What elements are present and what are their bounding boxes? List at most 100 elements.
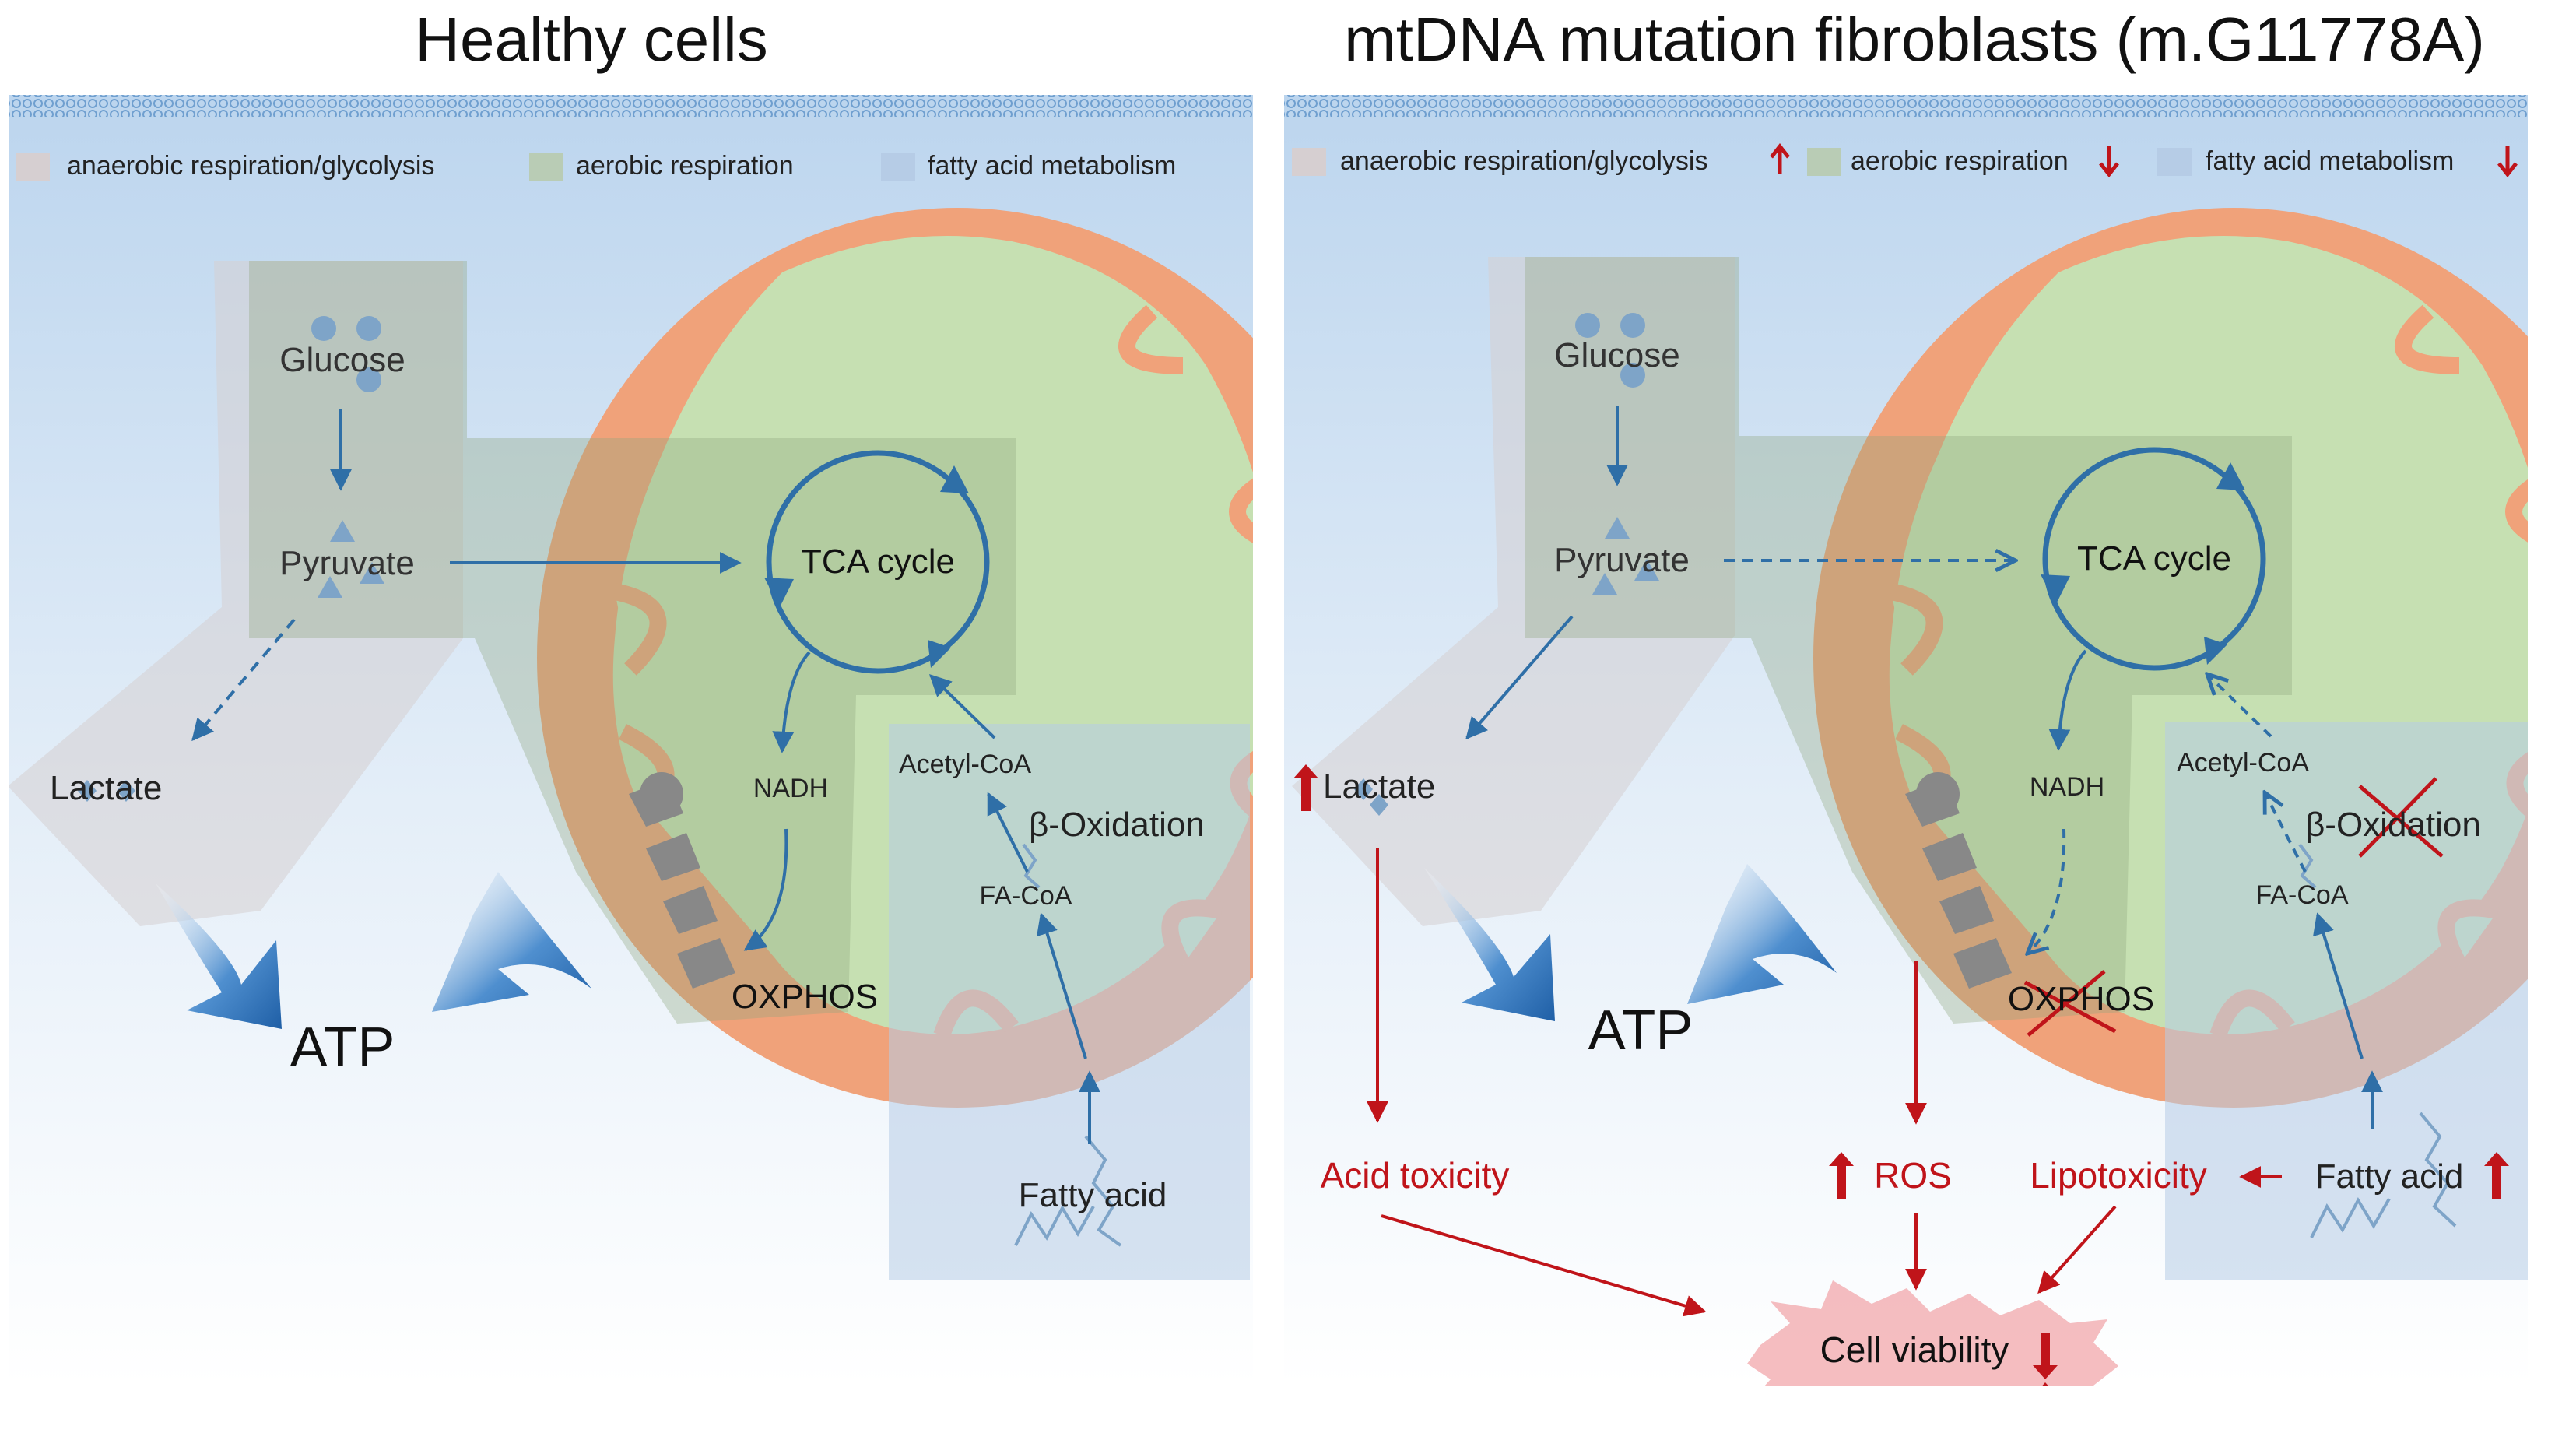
etc-unit xyxy=(663,886,718,934)
pyruvate-molecule-icon xyxy=(330,520,355,542)
etc-complex xyxy=(1905,772,2012,989)
blocked-markers xyxy=(2023,777,2444,1037)
left-panel: Glucose Pyruvate Lactate TCA cycle NADH … xyxy=(9,208,1253,1280)
legend-swatch-aerobic xyxy=(529,153,563,181)
glucose-molecule-icon xyxy=(311,316,336,341)
tca-cycle-label: TCA cycle xyxy=(801,543,955,581)
tca-to-nadh-arrow xyxy=(2048,649,2087,751)
cell-viability-decrease-arrow-icon xyxy=(2033,1333,2058,1379)
beta-oxidation-blocked-x-icon xyxy=(2358,777,2444,858)
legend-label-fatty-acid: fatty acid metabolism xyxy=(2206,146,2454,176)
glucose-molecule-icon xyxy=(1575,313,1600,338)
glucose-label: Glucose xyxy=(1554,336,1679,374)
right-panel: Glucose Pyruvate Lactate TCA cycle NADH … xyxy=(1292,208,2528,1424)
lactate-label: Lactate xyxy=(50,769,162,807)
acid-toxicity-label: Acid toxicity xyxy=(1321,1155,1510,1196)
atp-synthase-head-icon xyxy=(1916,772,1960,816)
cell-viability-starburst xyxy=(1747,1280,2118,1386)
glucose-molecule-icon xyxy=(1620,363,1645,388)
fatty-acid-chain-icon xyxy=(2298,843,2317,889)
nadh-label: NADH xyxy=(2030,772,2104,802)
pyruvate-label: Pyruvate xyxy=(1554,541,1690,579)
nadh-to-oxphos-arrow xyxy=(743,828,788,951)
tca-cycle-arrowhead-icon xyxy=(940,465,969,493)
molecule-icons xyxy=(78,316,384,802)
legend-swatch-glycolysis xyxy=(16,153,50,181)
fa-coa-label: FA-CoA xyxy=(979,881,1072,911)
legend-label-fatty-acid: fatty acid metabolism xyxy=(928,151,1176,181)
acid-to-viability-arrow xyxy=(1381,1214,1707,1317)
tca-cycle-arrowhead-icon xyxy=(2216,462,2245,490)
fattyacid-to-facoa-arrow xyxy=(1037,912,1087,1059)
tca-cycle-label: TCA cycle xyxy=(2077,539,2231,578)
glycolysis-zone xyxy=(1292,257,1735,926)
fatty-acid-chain-icon xyxy=(2419,1112,2457,1228)
fatty-acid-chain-icons xyxy=(2298,843,2457,1238)
atp-label: ATP xyxy=(290,1017,395,1079)
nadh-label: NADH xyxy=(753,774,828,803)
lipotoxicity-label: Lipotoxicity xyxy=(2030,1155,2207,1196)
acetyl-coa-label: Acetyl-CoA xyxy=(2177,748,2309,778)
right-panel-title: mtDNA mutation fibroblasts (m.G11778A) xyxy=(1344,5,2485,74)
acetyl-coa-label: Acetyl-CoA xyxy=(899,750,1031,779)
acetylcoa-to-tca-arrow xyxy=(2207,674,2272,738)
tca-cycle-arrowhead-icon xyxy=(928,640,951,668)
pathway-arrows xyxy=(1465,406,2383,1129)
beta-oxidation-label: β-Oxidation xyxy=(1029,806,1205,844)
atp-flow-arrow-icon xyxy=(1687,864,1837,1004)
legend-down-arrow-icon xyxy=(2099,146,2119,178)
glucose-molecule-icon xyxy=(356,367,381,392)
legend-label-glycolysis: anaerobic respiration/glycolysis xyxy=(67,151,434,181)
outcome-arrows xyxy=(1367,848,2282,1317)
tca-cycle-arrowhead-icon xyxy=(764,578,794,607)
apoptosis-label: Apoptosis xyxy=(1837,1384,1995,1424)
legend-up-arrow-icon xyxy=(1770,142,1790,174)
ros-increase-arrow-icon xyxy=(1829,1152,1854,1199)
legend-label-aerobic: aerobic respiration xyxy=(576,151,794,181)
atp-flow-arrow-icon xyxy=(156,883,282,1029)
legend-swatch-fatty-acid xyxy=(2157,148,2192,176)
lactate-increase-arrow-icon xyxy=(1293,764,1318,811)
facoa-to-acetylcoa-arrow xyxy=(987,792,1029,873)
apoptosis-increase-arrow-icon xyxy=(2042,1382,2048,1386)
acetylcoa-to-tca-arrow xyxy=(928,674,996,739)
etc-unit xyxy=(1939,886,1994,934)
fatty-acid-chain-icons xyxy=(1014,843,1122,1247)
tca-to-nadh-arrow xyxy=(772,651,811,753)
fatty-acid-chain-icon xyxy=(1022,843,1041,889)
right-legend: anaerobic respiration/glycolysis aerobic… xyxy=(1292,142,2518,178)
glucose-molecule-icon xyxy=(1620,313,1645,338)
oxphos-blocked-x-icon xyxy=(2023,970,2117,1037)
left-cell-membrane xyxy=(9,95,1253,117)
pyruvate-molecule-icon xyxy=(318,576,342,598)
legend-label-aerobic: aerobic respiration xyxy=(1851,146,2069,176)
glucose-label: Glucose xyxy=(279,341,405,379)
tca-cycle-arrowhead-icon xyxy=(2204,637,2227,665)
fatty-acid-zone xyxy=(2165,722,2528,1280)
nadh-to-oxphos-arrow xyxy=(2027,828,2066,954)
oxphos-label: OXPHOS xyxy=(732,978,878,1016)
tca-cycle-ring xyxy=(766,450,990,674)
etc-complex xyxy=(629,772,735,989)
tca-cycle-arrowhead-icon xyxy=(2041,574,2070,604)
pyruvate-molecule-icon xyxy=(360,562,384,584)
tca-cycle-ring xyxy=(2042,447,2266,671)
lactate-molecule-icon xyxy=(1354,778,1373,800)
cell-viability-label: Cell viability xyxy=(1820,1329,2009,1370)
fatty-acid-label: Fatty acid xyxy=(1019,1176,1167,1214)
right-cell-membrane xyxy=(1284,95,2528,117)
atp-synthase-head-icon xyxy=(640,772,683,816)
etc-unit xyxy=(677,938,735,989)
left-panel-title: Healthy cells xyxy=(415,5,768,74)
fatty-acid-chain-icon xyxy=(1084,1135,1122,1247)
fa-coa-label: FA-CoA xyxy=(2255,880,2348,910)
molecule-icons xyxy=(1354,313,1659,816)
glucose-molecule-icon xyxy=(356,316,381,341)
lipotoxicity-to-viability-arrow xyxy=(2037,1205,2117,1294)
aerobic-zone xyxy=(249,261,1016,1024)
fattyacid-to-facoa-arrow xyxy=(2313,912,2364,1059)
pathway-arrows xyxy=(191,409,1100,1144)
glycolysis-zone xyxy=(9,261,463,926)
legend-down-arrow-icon xyxy=(2497,146,2518,178)
